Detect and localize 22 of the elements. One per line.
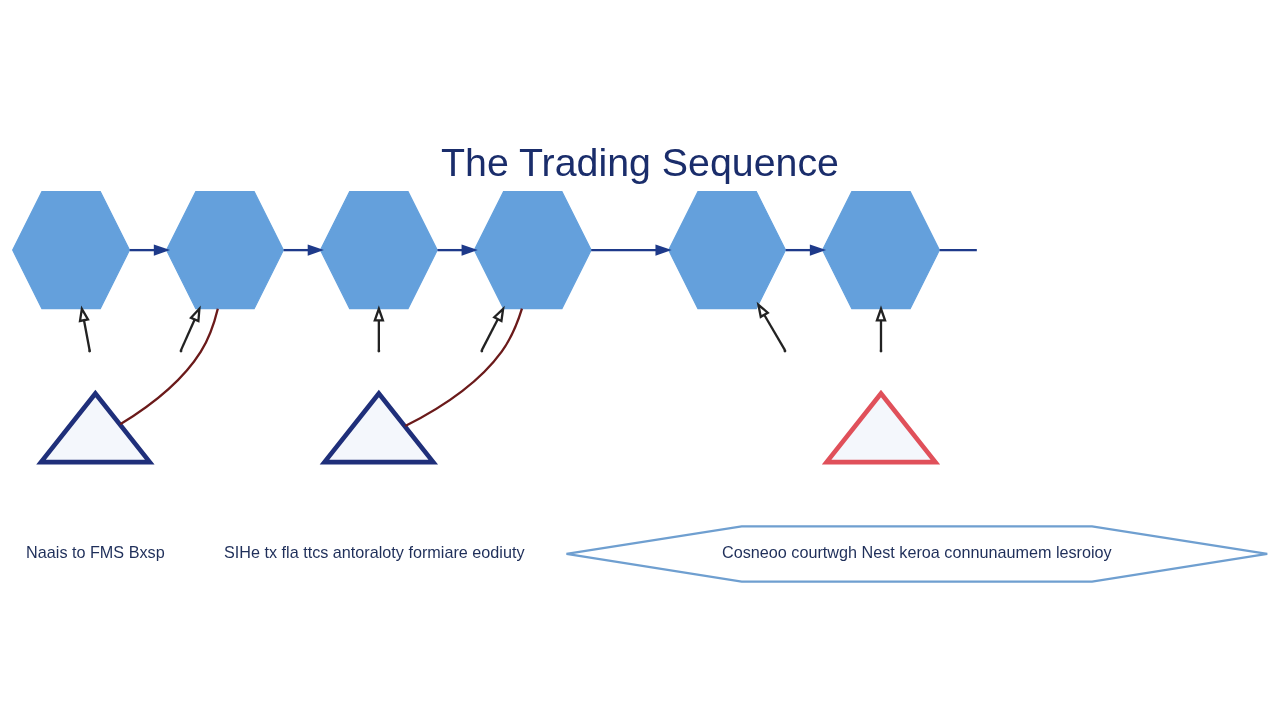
connector	[119, 307, 219, 425]
arrow	[78, 304, 91, 350]
node-hexagon	[821, 190, 941, 309]
node-hexagon	[165, 190, 285, 309]
arrow	[785, 243, 827, 256]
node-hexagon	[668, 190, 787, 309]
node-hexagon	[12, 190, 131, 309]
node-hexagon	[473, 190, 592, 309]
node-triangle	[36, 389, 155, 464]
arrow	[591, 243, 672, 256]
connector	[939, 248, 977, 251]
arrow	[480, 305, 505, 351]
arrow	[129, 243, 171, 256]
label: SIHe tx fla ttcs antoraloty formiare eodiuty	[223, 542, 525, 561]
label: Naais to FMS Bxsp	[26, 542, 165, 561]
arrow	[437, 243, 478, 256]
diagram-title: The Trading Sequence	[441, 139, 839, 184]
node-triangle	[319, 389, 439, 464]
node-hexagon	[319, 190, 438, 309]
node-triangle	[821, 389, 941, 464]
connector	[404, 307, 524, 427]
arrow	[283, 243, 324, 256]
